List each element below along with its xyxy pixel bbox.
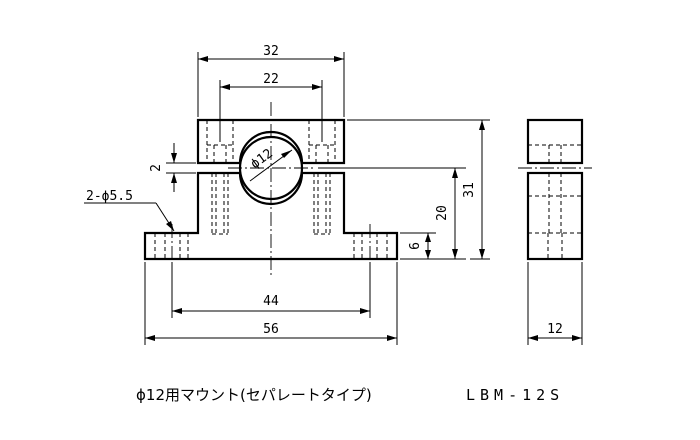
dim-base-length: 56 [263, 322, 279, 337]
dimension-6: 6 [400, 232, 436, 259]
side-body-outline [526, 171, 584, 261]
caption-model: LBM-12S [466, 386, 564, 404]
front-view [143, 102, 399, 278]
dimension-20: 20 [318, 167, 466, 260]
dim-width-outer: 32 [263, 44, 279, 59]
dimension-hole-spec: 2-ϕ5.5 [84, 189, 175, 232]
side-cap-outline [526, 118, 584, 165]
dim-width-inner: 22 [263, 72, 279, 87]
dimension-12: 12 [527, 262, 583, 345]
dimension-32: 32 [197, 44, 345, 117]
dim-hole-spec: 2-ϕ5.5 [86, 189, 133, 204]
dimension-56: 56 [144, 262, 398, 345]
dim-hole-pitch: 44 [263, 294, 279, 309]
dim-center-height: 20 [435, 205, 450, 221]
dim-base-height: 6 [408, 242, 423, 250]
side-view [518, 118, 592, 261]
dimension-31: 31 [347, 119, 490, 260]
dimension-44: 44 [171, 262, 371, 318]
caption-description: ϕ12用マウント(セパレートタイプ) [136, 386, 372, 404]
dimension-diameter: ϕ12 [248, 146, 293, 182]
dim-total-height: 31 [462, 182, 477, 198]
dim-thickness: 12 [547, 322, 563, 337]
dimension-22: 22 [219, 72, 323, 142]
dim-gap: 2 [149, 164, 164, 172]
dimension-2: 2 [149, 143, 196, 192]
